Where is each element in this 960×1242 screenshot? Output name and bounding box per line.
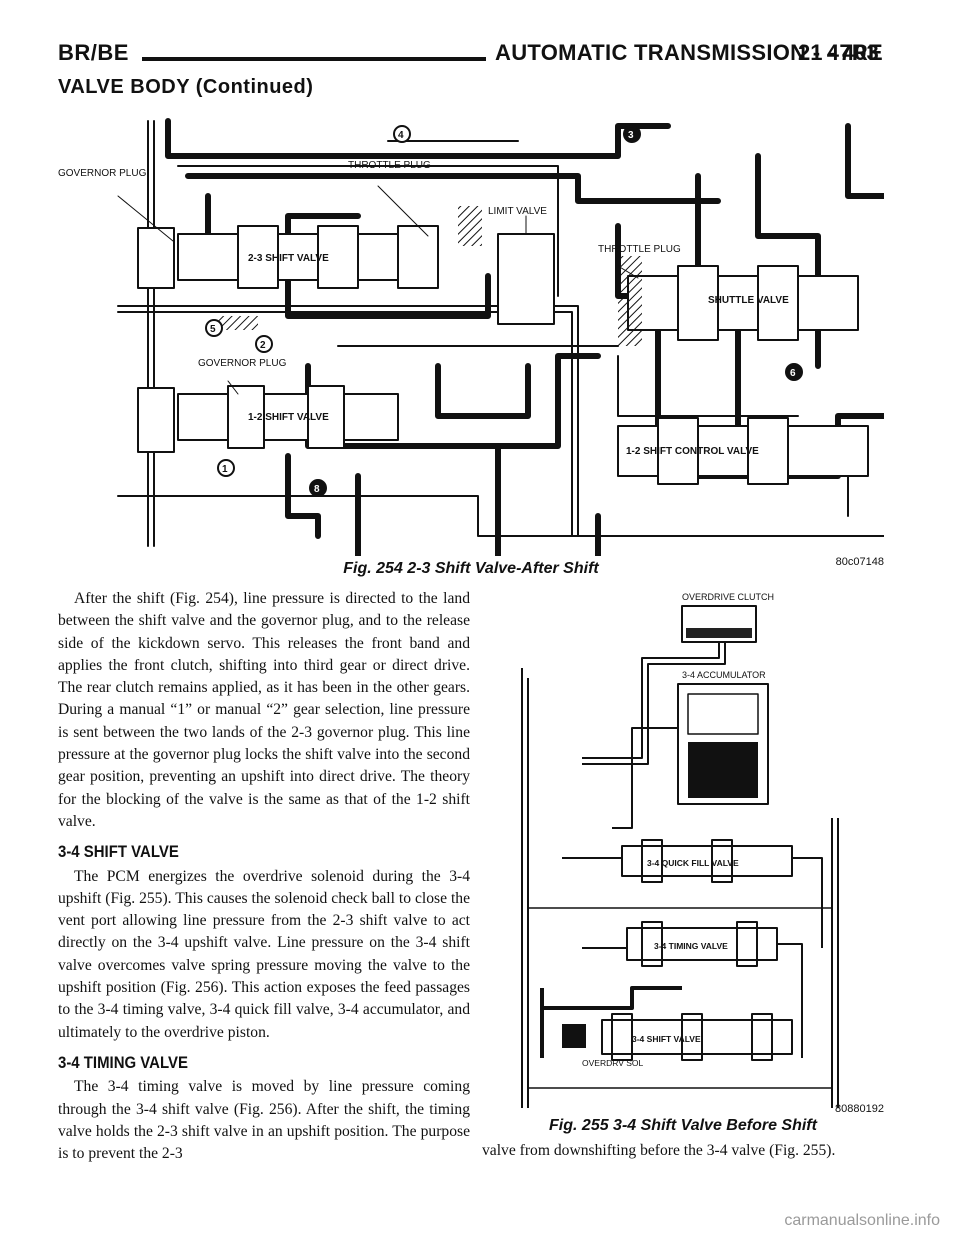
figure-254-code: 80c07148 [835, 556, 884, 568]
callout-5: 5 [210, 324, 216, 335]
label-3-4-shift-valve: 3-4 SHIFT VALVE [632, 1034, 701, 1044]
left-column: After the shift (Fig. 254), line pressur… [58, 588, 470, 1165]
heading-3-4-shift-valve: 3-4 SHIFT VALVE [58, 842, 179, 862]
label-2-3-shift-valve: 2-3 SHIFT VALVE [248, 253, 329, 264]
header-page-number: 21 - 403 [798, 40, 879, 65]
watermark: carmanualsonline.info [784, 1212, 940, 1229]
callout-4: 4 [398, 130, 404, 141]
label-limit-valve: LIMIT VALVE [488, 206, 547, 217]
callout-8: 8 [314, 484, 320, 495]
label-1-2-shift-control-valve: 1-2 SHIFT CONTROL VALVE [626, 446, 759, 457]
figure-255-caption: Fig. 255 3-4 Shift Valve Before Shift [549, 1117, 817, 1134]
paragraph-3-4-shift-valve: The PCM energizes the overdrive solenoid… [58, 867, 470, 1041]
figure-255-code: 80880192 [835, 1103, 884, 1115]
label-throttle-plug-right: THROTTLE PLUG [598, 244, 681, 255]
label-3-4-timing-valve: 3-4 TIMING VALVE [654, 941, 728, 951]
figure-254: 4 3 5 2 6 1 8 GOVERNOR PLUG THROTTLE PLU… [58, 116, 884, 584]
figure-254-caption: Fig. 254 2-3 Shift Valve-After Shift [343, 560, 599, 577]
continued-heading: VALVE BODY (Continued) [58, 76, 314, 98]
header-model: BR/BE [58, 40, 129, 65]
callout-1: 1 [222, 464, 228, 475]
label-3-4-quick-fill-valve: 3-4 QUICK FILL VALVE [647, 858, 739, 868]
label-governor-plug-lower: GOVERNOR PLUG [198, 358, 287, 369]
callout-3: 3 [628, 130, 634, 141]
label-overdrive-sol: OVERDRV SOL [582, 1058, 644, 1068]
callout-2: 2 [260, 340, 266, 351]
header-rule [142, 57, 486, 61]
label-throttle-plug-top: THROTTLE PLUG [348, 160, 431, 171]
right-column-text: valve from downshifting before the 3-4 v… [482, 1140, 884, 1162]
figure-254-diagram: 4 3 5 2 6 1 8 GOVERNOR PLUG THROTTLE PLU… [58, 118, 884, 556]
figure-255-diagram: OVERDRIVE CLUTCH 3-4 ACCUMULATOR 3-4 QUI… [521, 592, 839, 1108]
paragraph-after-shift: After the shift (Fig. 254), line pressur… [58, 590, 470, 830]
label-overdrive-clutch: OVERDRIVE CLUTCH [682, 592, 774, 602]
paragraph-3-4-timing-valve: The 3-4 timing valve is moved by line pr… [58, 1078, 470, 1163]
heading-3-4-timing-valve: 3-4 TIMING VALVE [58, 1052, 188, 1072]
paragraph-continuation: valve from downshifting before the 3-4 v… [482, 1142, 836, 1159]
callout-6: 6 [790, 368, 796, 379]
label-shuttle-valve: SHUTTLE VALVE [708, 295, 789, 306]
label-governor-plug-top: GOVERNOR PLUG [58, 168, 147, 179]
label-1-2-shift-valve: 1-2 SHIFT VALVE [248, 412, 329, 423]
label-3-4-accumulator: 3-4 ACCUMULATOR [682, 670, 766, 680]
header-section-title: AUTOMATIC TRANSMISSION - 47RE [495, 40, 884, 65]
